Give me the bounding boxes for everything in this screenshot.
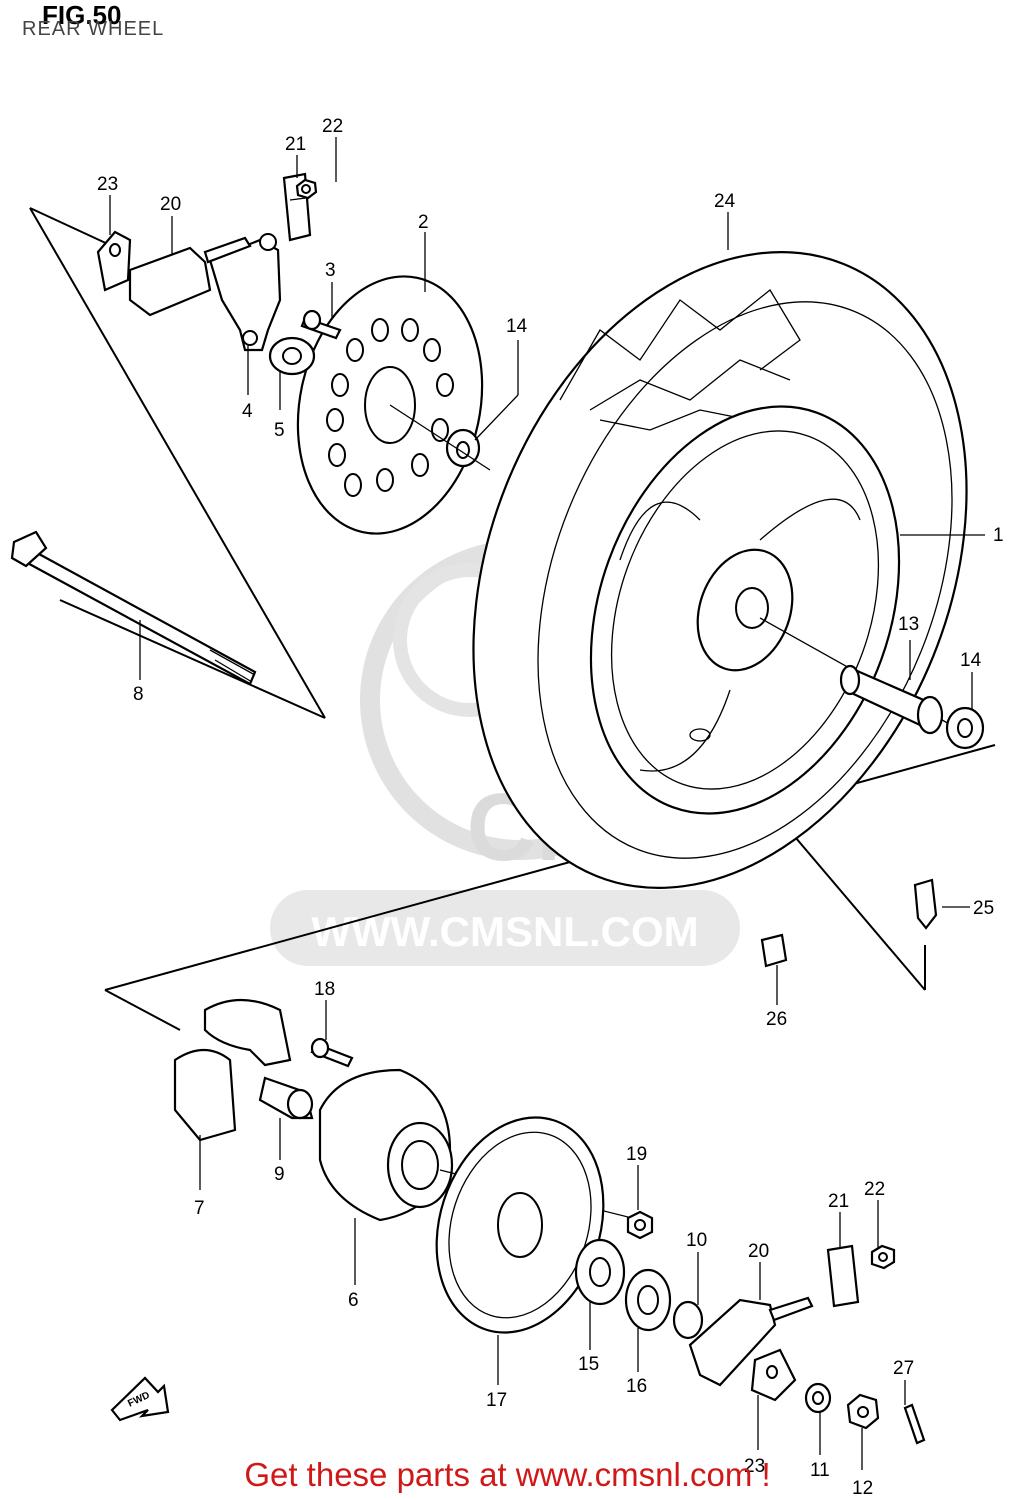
nut-lower [870, 1244, 896, 1270]
callout-4: 4 [242, 401, 253, 422]
adjuster-plate-upper [96, 230, 132, 292]
chain-adjuster-lower [688, 1296, 814, 1387]
callout-14-right: 14 [960, 650, 982, 671]
callout-8: 8 [133, 684, 144, 705]
callout-23-upper: 23 [97, 174, 118, 195]
callout-9: 9 [274, 1164, 285, 1185]
axle-nut [846, 1393, 880, 1430]
stud-bolt [310, 1037, 354, 1068]
callout-18: 18 [314, 979, 335, 1000]
balance-weight [760, 933, 788, 968]
tyre-valve [913, 878, 938, 930]
callout-6: 6 [348, 1290, 359, 1311]
sprocket-hub [318, 1068, 454, 1222]
callout-2: 2 [418, 212, 429, 233]
wheel-spacer [839, 664, 944, 735]
callout-16: 16 [626, 1376, 647, 1397]
disc-bolt [300, 309, 342, 340]
callout-25: 25 [973, 898, 994, 919]
callout-14-upper: 14 [506, 316, 528, 337]
callout-26: 26 [766, 1009, 787, 1030]
right-bearing [945, 706, 985, 750]
figure-subtitle: REAR WHEEL [22, 18, 165, 40]
figure-title: FIG.50 [42, 0, 122, 30]
cush-collar [258, 1076, 314, 1120]
caliper-bracket [208, 233, 282, 352]
callout-7: 7 [194, 1198, 205, 1219]
watermark-site: WWW.CMSNL.COM [311, 908, 698, 955]
chain-block-lower [826, 1244, 860, 1308]
callout-1: 1 [993, 525, 1004, 546]
hub-bearing [574, 1238, 626, 1306]
callout-15: 15 [578, 1354, 599, 1375]
callout-numbers: 1 2 3 4 5 6 7 8 9 10 11 12 13 14 14 15 1… [97, 116, 1004, 1499]
callout-3: 3 [325, 260, 336, 281]
callout-21-lower: 21 [828, 1191, 849, 1212]
callout-23-lower: 23 [744, 1456, 765, 1477]
callout-5: 5 [274, 420, 285, 441]
cotter-pin [903, 1403, 926, 1445]
oil-seal [624, 1268, 672, 1332]
callout-12: 12 [852, 1478, 873, 1499]
rear-sprocket [435, 1116, 605, 1334]
callout-27: 27 [893, 1358, 914, 1379]
callout-10: 10 [686, 1230, 707, 1251]
callout-19: 19 [626, 1144, 647, 1165]
callout-11: 11 [810, 1460, 830, 1481]
fwd-arrow-icon: FWD [110, 1376, 170, 1422]
callout-22-lower: 22 [864, 1179, 885, 1200]
rear-axle [10, 530, 257, 686]
callout-13: 13 [898, 614, 919, 635]
callout-20-upper: 20 [160, 194, 181, 215]
hub-spacer [672, 1300, 704, 1340]
footer-link[interactable]: Get these parts at www.cmsnl.com ! [244, 1456, 771, 1493]
cush-drive-rubbers [173, 998, 292, 1142]
nut-upper [295, 178, 318, 200]
caliper-collar [268, 336, 316, 376]
callout-24: 24 [714, 191, 736, 212]
chain-adjuster-upper [128, 236, 252, 317]
callout-21-upper: 21 [285, 134, 306, 155]
callout-17: 17 [486, 1390, 507, 1411]
axle-washer [804, 1382, 832, 1414]
adjuster-plate-lower [750, 1348, 797, 1402]
leader-lines [109, 137, 985, 1470]
sprocket-nut [626, 1210, 654, 1240]
rear-wheel [589, 405, 901, 815]
callout-20-lower: 20 [748, 1241, 769, 1262]
callout-22-upper: 22 [322, 116, 343, 137]
left-bearing [445, 428, 481, 468]
